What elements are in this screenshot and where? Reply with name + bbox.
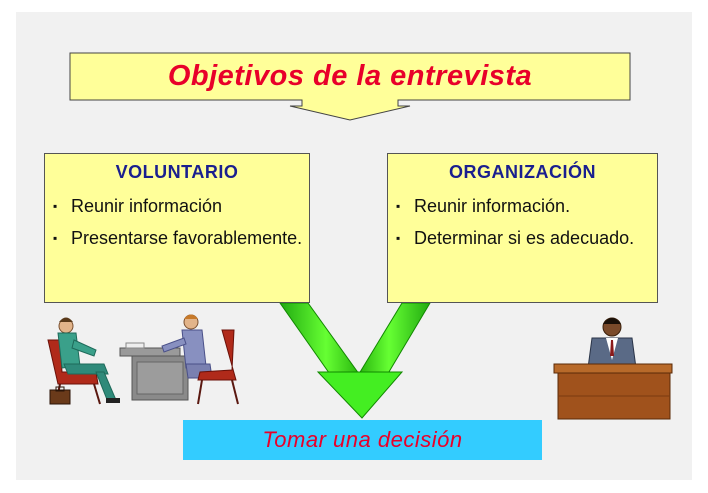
list-item: ▪Determinar si es adecuado.	[396, 228, 635, 248]
voluntario-list: ▪Reunir información ▪Presentarse favorab…	[45, 193, 309, 251]
voluntario-box: VOLUNTARIO ▪Reunir información ▪Presenta…	[44, 153, 310, 303]
list-item: ▪Reunir información.	[396, 196, 571, 216]
organizacion-list: ▪Reunir información. ▪Determinar si es a…	[388, 193, 657, 251]
organizacion-box: ORGANIZACIÓN ▪Reunir información. ▪Deter…	[387, 153, 658, 303]
decision-box: Tomar una decisión	[183, 420, 542, 460]
interviewer-at-desk-icon	[553, 317, 673, 420]
green-converging-arrows-icon	[279, 302, 431, 419]
diagram-title: Objetivos de la entrevista	[167, 59, 533, 92]
list-item: ▪Reunir información	[53, 196, 223, 216]
title-callout-shape	[69, 52, 631, 121]
list-item: ▪Presentarse favorablemente.	[53, 228, 303, 248]
organizacion-heading: ORGANIZACIÓN	[449, 162, 596, 182]
voluntario-heading: VOLUNTARIO	[115, 162, 239, 182]
interview-scene-icon	[47, 314, 239, 405]
